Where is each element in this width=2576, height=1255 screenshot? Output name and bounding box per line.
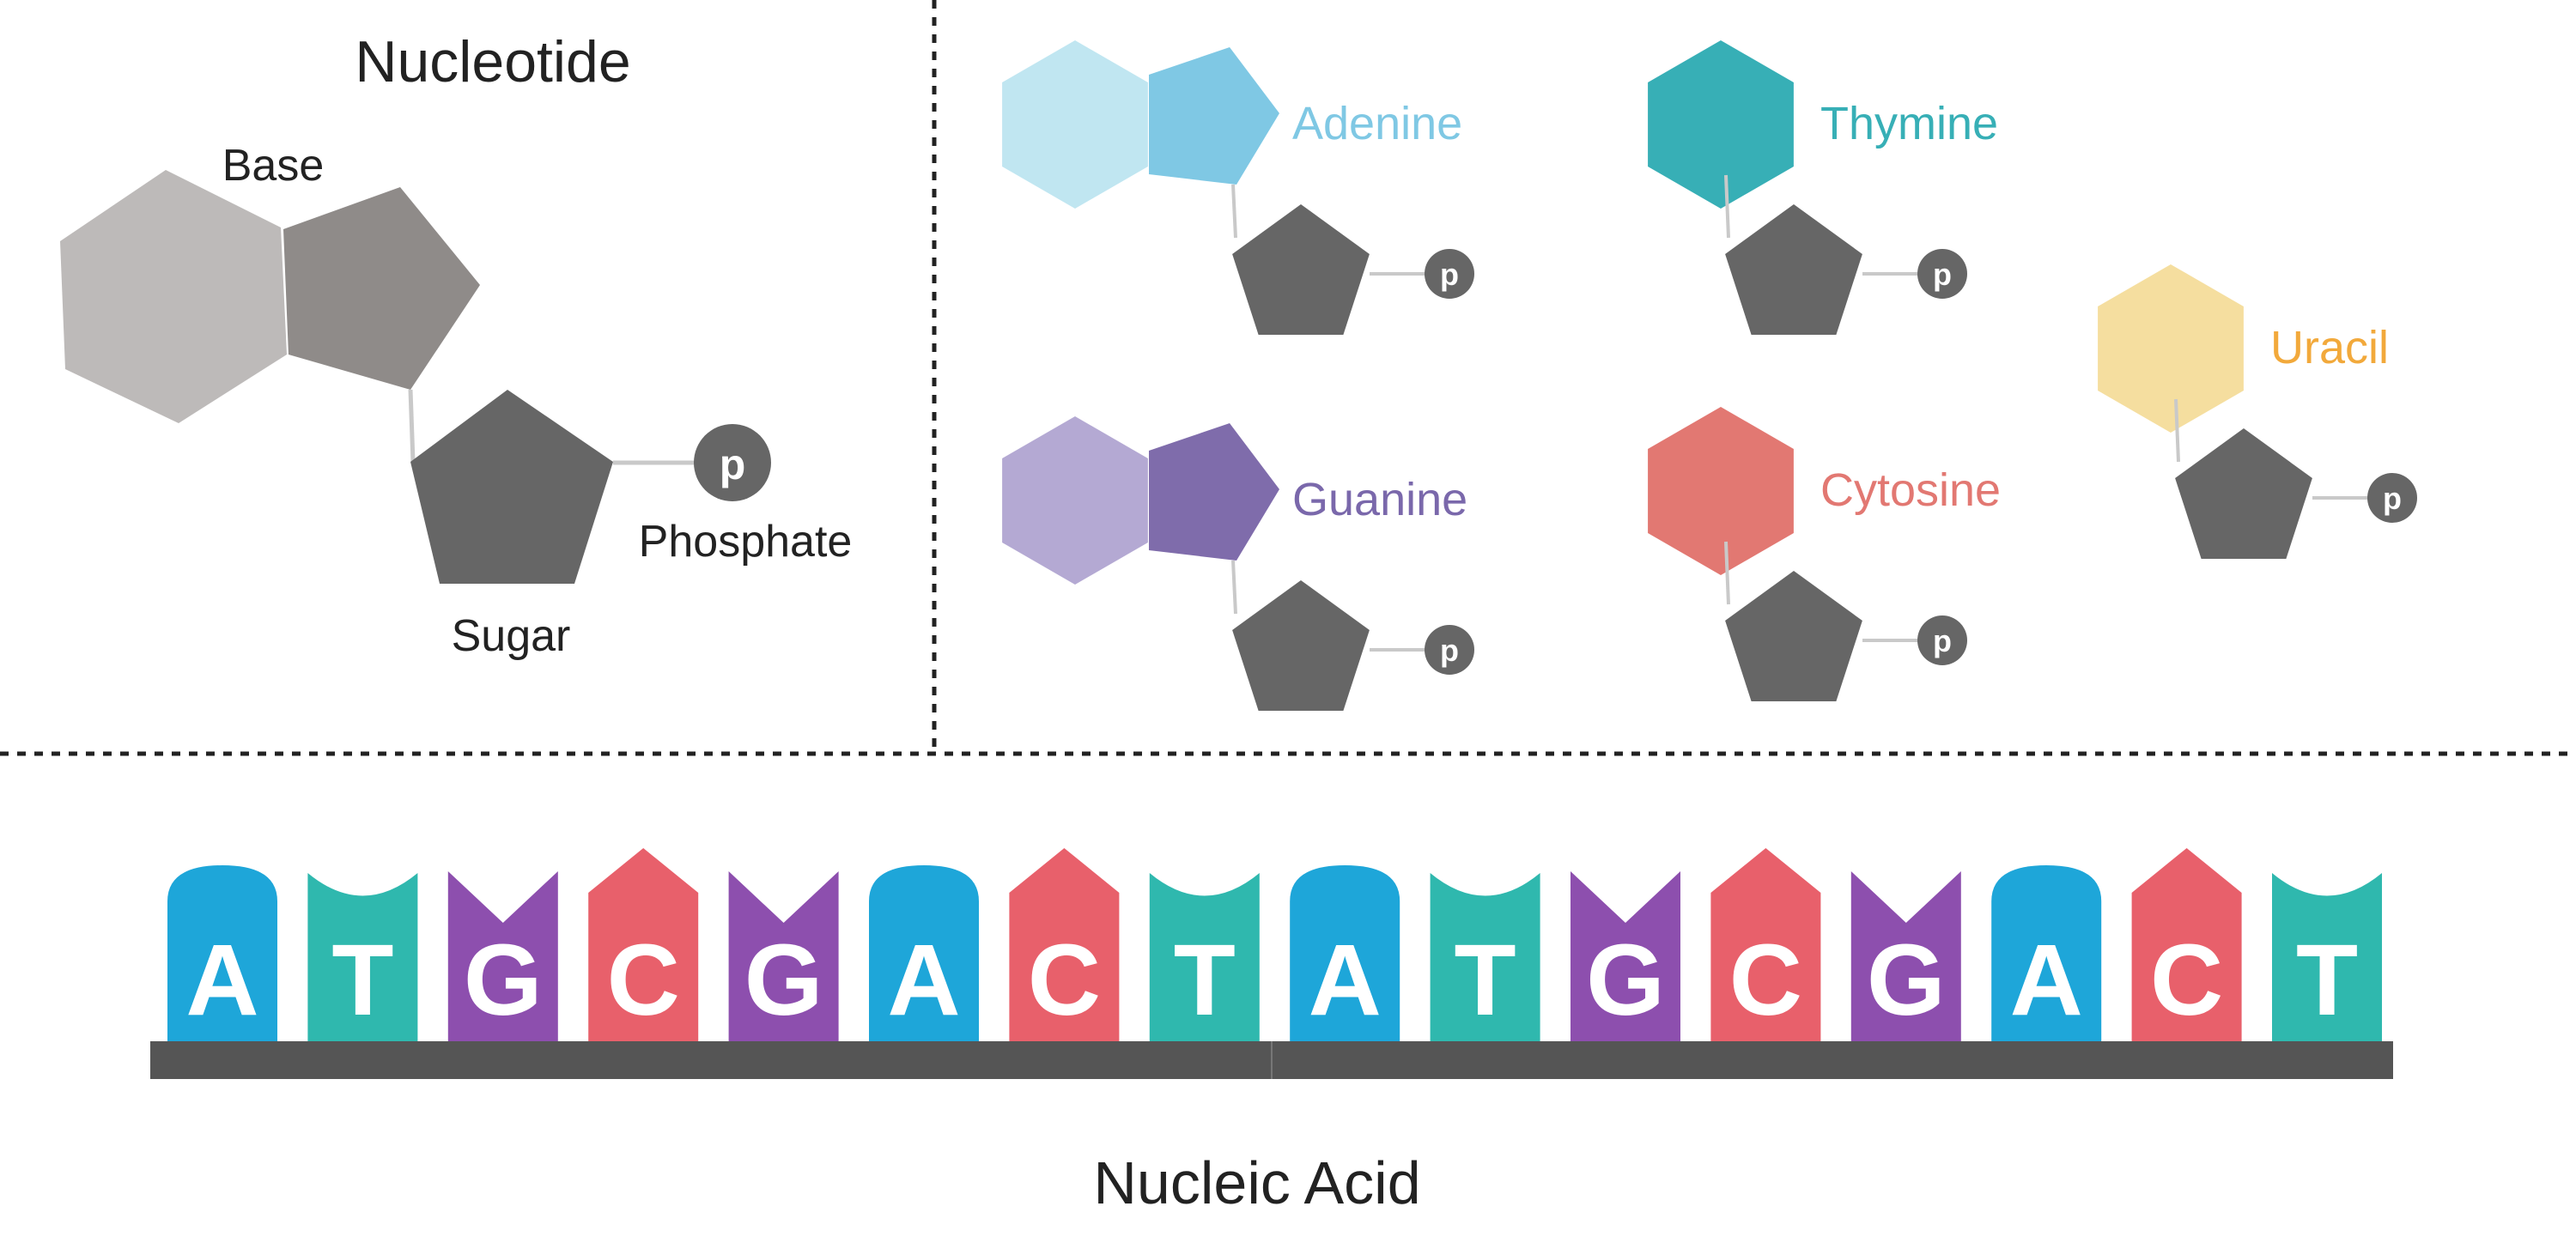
strand-base-g (728, 871, 839, 1041)
strand-base-letter: T (331, 924, 393, 1037)
strand-base-letter: G (744, 924, 823, 1037)
uracil-hexagon-icon (2098, 264, 2244, 433)
strand-base-letter: C (2150, 924, 2223, 1037)
guanine-label: Guanine (1292, 474, 1467, 525)
guanine-phosphate-icon (1425, 625, 1474, 675)
nucleotide-panel: Nucleotide p Base Phosphate Sugar (60, 29, 852, 661)
sugar-label: Sugar (452, 611, 571, 661)
uracil-base-sugar-link (2174, 398, 2180, 463)
strand-base-t (1430, 873, 1540, 1041)
uracil-label: Uracil (2270, 322, 2389, 373)
sugar-pentagon-icon (410, 390, 613, 584)
strand-base-t (1149, 873, 1260, 1041)
cytosine-phosphate-icon (1917, 615, 1967, 665)
cytosine-phosphate-symbol: p (1933, 623, 1952, 658)
strand-base-letter: G (464, 924, 543, 1037)
cytosine-hexagon-icon (1648, 407, 1794, 575)
strand-base-letter: A (887, 924, 960, 1037)
base-label: Base (222, 141, 325, 191)
nucleotide-uracil: p Uracil (2098, 264, 2417, 559)
nucleotide-cytosine: p Cytosine (1648, 407, 2001, 701)
nucleotide-thymine: p Thymine (1648, 40, 1998, 335)
nucleotide-title: Nucleotide (355, 29, 630, 94)
strand-base-letter: T (2296, 924, 2358, 1037)
strand-base-letter: A (2010, 924, 2083, 1037)
thymine-phosphate-icon (1917, 249, 1967, 299)
nucleotide-guanine: p Guanine (1002, 416, 1474, 711)
strand-base-letter: T (1455, 924, 1516, 1037)
cytosine-label: Cytosine (1820, 464, 2001, 516)
strand-base-c (2131, 848, 2242, 1041)
uracil-phosphate-icon (2367, 473, 2417, 523)
phosphate-symbol: p (720, 440, 746, 488)
thymine-phosphate-symbol: p (1933, 257, 1952, 292)
strand-base-g (1850, 871, 1961, 1041)
base-sugar-link (408, 389, 416, 463)
thymine-hexagon-icon (1648, 40, 1794, 209)
strand-base-a (1991, 865, 2102, 1041)
strand-base-c (588, 848, 699, 1041)
adenine-pentagon-icon (1149, 47, 1279, 185)
cytosine-base-sugar-link (1724, 541, 1730, 605)
thymine-sugar-pentagon-icon (1725, 204, 1862, 335)
strand-base-letter: C (607, 924, 680, 1037)
strand-base-g (1571, 871, 1680, 1041)
strand-base-g (447, 871, 558, 1041)
strand-base-t (2272, 873, 2382, 1041)
guanine-sugar-pentagon-icon (1232, 580, 1370, 711)
phosphate-label: Phosphate (639, 517, 853, 567)
strand-base-t (307, 873, 418, 1041)
guanine-pentagon-icon (1149, 423, 1279, 561)
guanine-phosphate-symbol: p (1440, 633, 1459, 668)
strand-base-letter: G (1867, 924, 1946, 1037)
adenine-label: Adenine (1292, 98, 1462, 149)
base-hexagon-icon (60, 170, 287, 423)
phosphate-circle-icon (694, 424, 771, 501)
nucleic-acid-title: Nucleic Acid (1093, 1149, 1420, 1216)
strand-base-letter: A (1309, 924, 1382, 1037)
strand-base-letter: A (185, 924, 258, 1037)
strand-base-letter: C (1729, 924, 1802, 1037)
strand-base-c (1710, 848, 1821, 1041)
adenine-phosphate-symbol: p (1440, 257, 1459, 292)
strand-base-a (167, 865, 277, 1041)
adenine-phosphate-icon (1425, 249, 1474, 299)
base-pentagon-icon (283, 187, 480, 390)
strand-base-letter: T (1174, 924, 1236, 1037)
uracil-sugar-pentagon-icon (2175, 428, 2312, 559)
strand-base-letter: G (1586, 924, 1665, 1037)
uracil-phosphate-symbol: p (2383, 481, 2402, 516)
strand-base-letter: C (1028, 924, 1101, 1037)
guanine-hexagon-icon (1002, 416, 1148, 585)
strand-base-c (1009, 848, 1120, 1041)
adenine-hexagon-icon (1002, 40, 1148, 209)
strand-base-a (869, 865, 979, 1041)
adenine-sugar-pentagon-icon (1232, 204, 1370, 335)
cytosine-sugar-pentagon-icon (1725, 571, 1862, 701)
nucleotide-adenine: p Adenine (1002, 40, 1474, 335)
guanine-base-sugar-link (1231, 560, 1237, 615)
adenine-base-sugar-link (1231, 184, 1237, 239)
strand-base-a (1290, 865, 1400, 1041)
thymine-base-sugar-link (1724, 174, 1730, 239)
thymine-label: Thymine (1820, 98, 1998, 149)
